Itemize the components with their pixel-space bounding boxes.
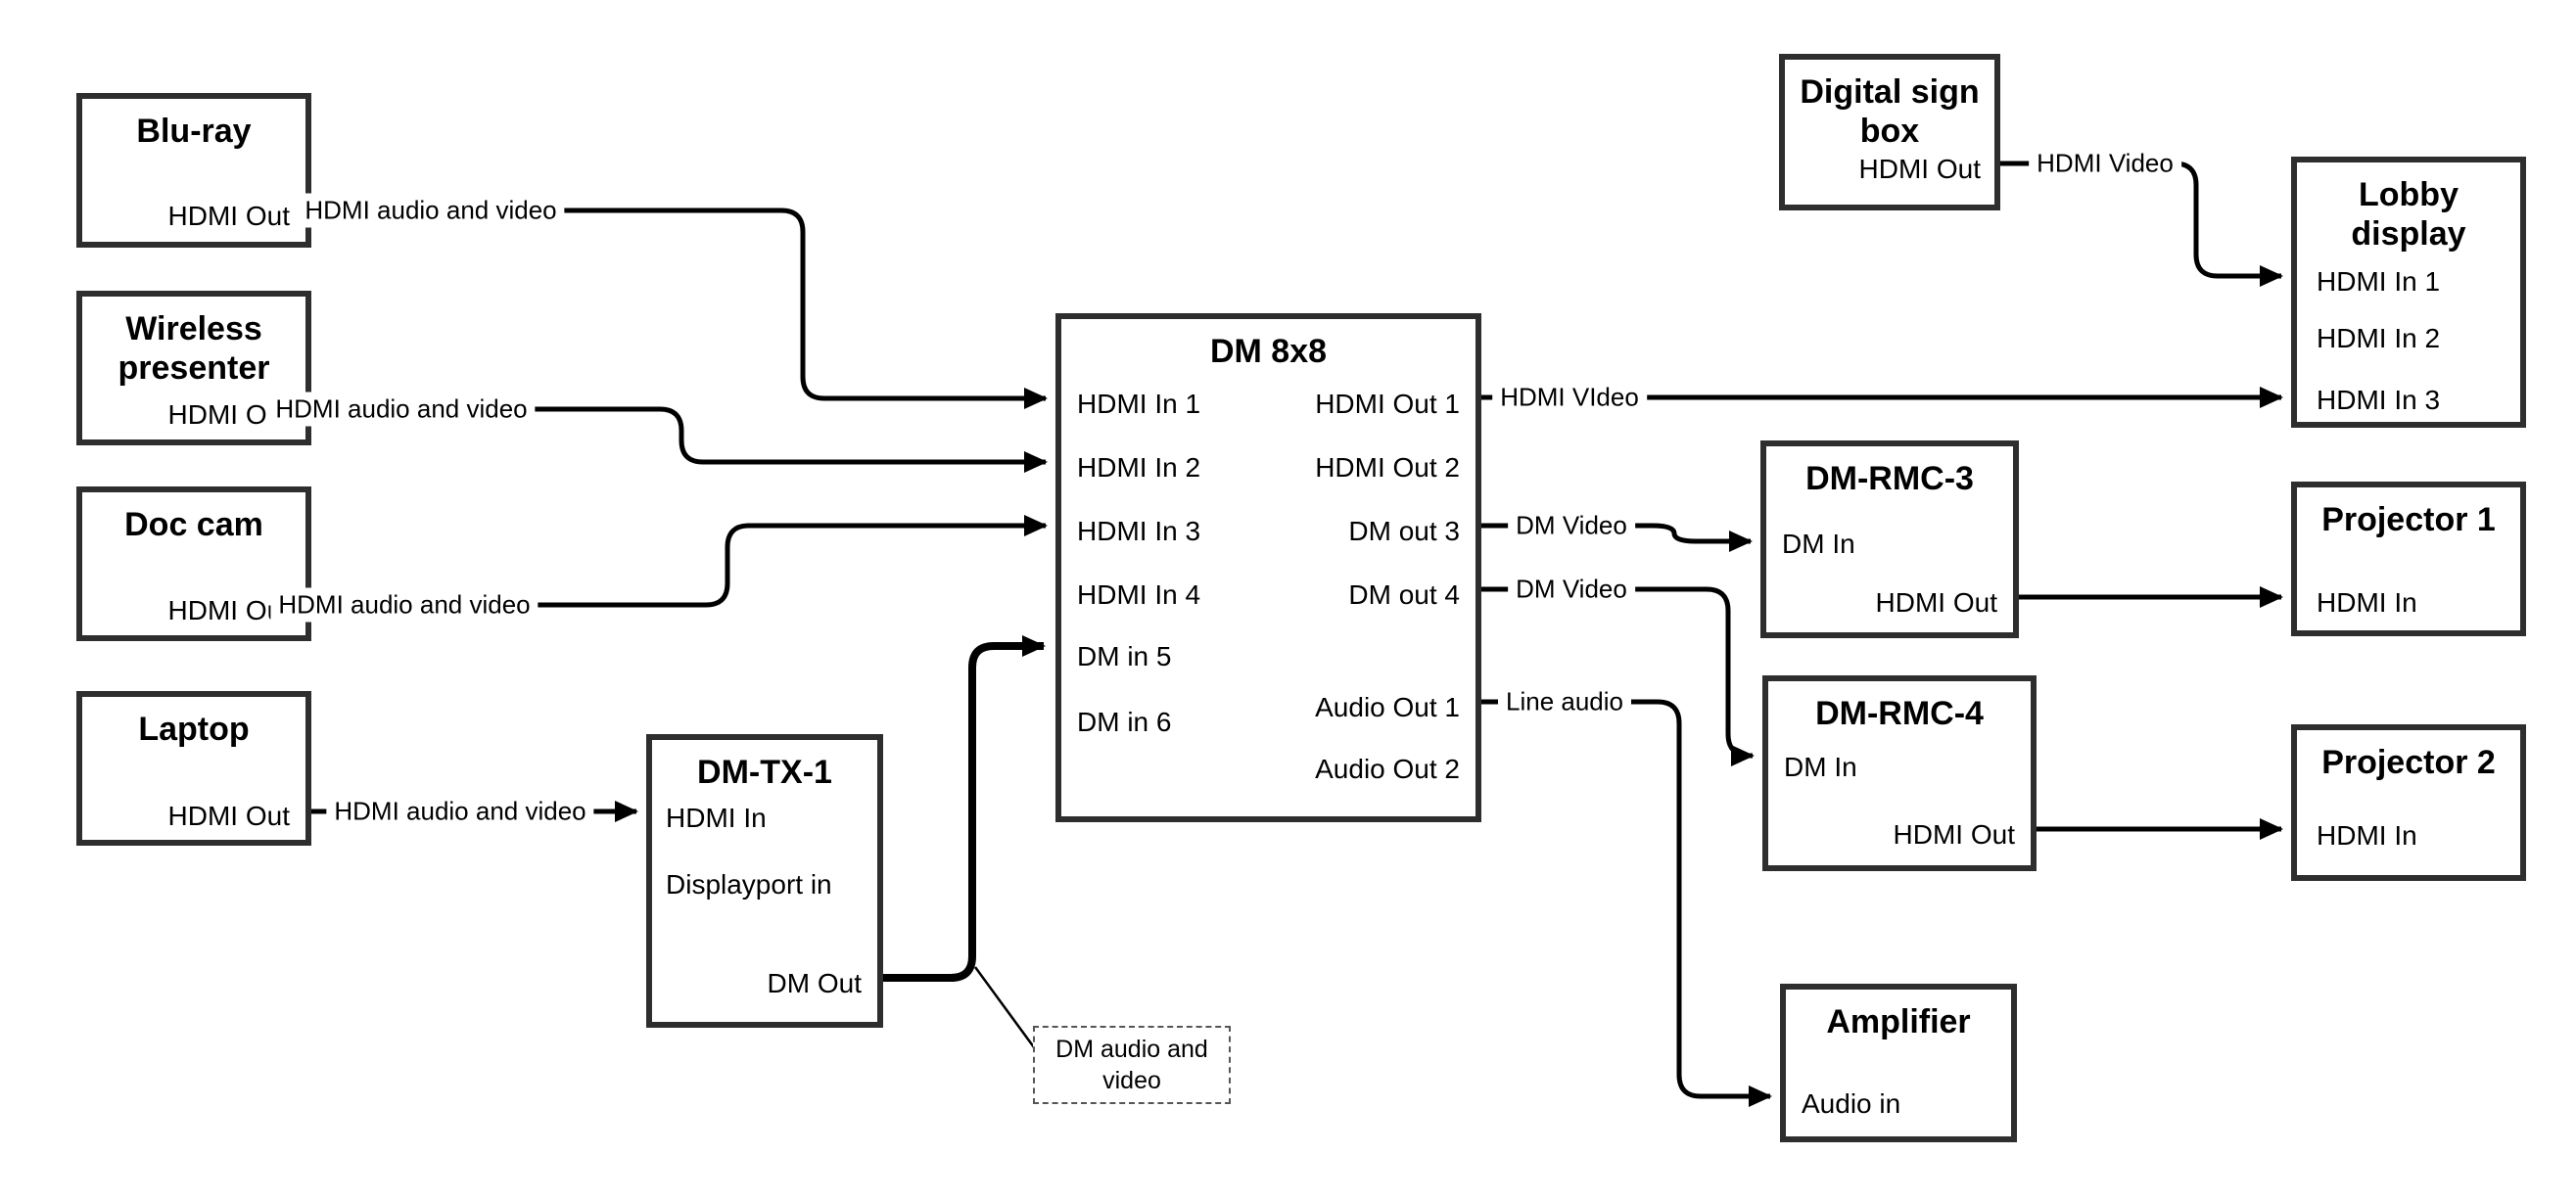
port-hdmi-out: HDMI Out	[1893, 819, 2015, 850]
node-dm-rmc-3: DM-RMC-3 DM In HDMI Out	[1760, 440, 2019, 638]
port-audio-out-1: Audio Out 1	[1315, 692, 1460, 722]
node-title: Doc cam	[124, 506, 263, 543]
node-dm-rmc-4: DM-RMC-4 DM In HDMI Out	[1762, 675, 2037, 871]
node-projector-1: Projector 1 HDMI In	[2291, 482, 2526, 636]
node-title: Laptop	[138, 711, 250, 748]
edge-dmtx1-to-dm-in-5	[883, 635, 1046, 982]
port-hdmi-in-4: HDMI In 4	[1077, 579, 1201, 610]
edge-dm-out-4-to-rmc4	[1481, 586, 1755, 766]
edge-label-hdmi-video-out1: HDMI VIdeo	[1492, 380, 1647, 415]
edge-label-line-audio: Line audio	[1498, 684, 1631, 719]
port-dm-in-6: DM in 6	[1077, 707, 1172, 737]
port-hdmi-in-1: HDMI In 1	[1077, 389, 1201, 419]
port-dm-out-4: DM out 4	[1348, 579, 1460, 610]
node-title: Projector 1	[2321, 501, 2496, 538]
port-hdmi-out: HDMI Out	[167, 801, 290, 831]
edge-label-doccam: HDMI audio and video	[270, 587, 539, 623]
node-dm-8x8: DM 8x8 HDMI In 1 HDMI In 2 HDMI In 3 HDM…	[1055, 313, 1481, 822]
node-amplifier: Amplifier Audio in	[1780, 984, 2017, 1142]
port-hdmi-out: HDMI Out	[1875, 587, 1997, 618]
port-hdmi-out: HDMI Out	[1858, 154, 1981, 184]
node-laptop: Laptop HDMI Out	[76, 691, 311, 846]
node-wireless-presenter: Wireless presenter HDMI Out	[76, 291, 311, 445]
port-hdmi-in-2: HDMI In 2	[1077, 452, 1201, 483]
edge-label-dm-video-out4: DM Video	[1508, 572, 1635, 607]
port-hdmi-in-3: HDMI In 3	[2317, 385, 2441, 415]
port-audio-out-2: Audio Out 2	[1315, 754, 1460, 784]
port-hdmi-in-1: HDMI In 1	[2317, 266, 2441, 297]
edge-label-laptop: HDMI audio and video	[326, 794, 594, 829]
port-hdmi-out: HDMI Out	[167, 201, 290, 231]
port-hdmi-in: HDMI In	[666, 803, 767, 833]
node-dm-tx-1: DM-TX-1 HDMI In Displayport in DM Out	[646, 734, 883, 1028]
port-dm-in: DM In	[1782, 529, 1855, 559]
port-dm-in-5: DM in 5	[1077, 641, 1172, 671]
node-title: Amplifier	[1826, 1003, 1971, 1040]
edge-label-dm-video-out3: DM Video	[1508, 508, 1635, 543]
port-hdmi-in: HDMI In	[2317, 820, 2417, 851]
edge-label-digital-sign-hdmi-video: HDMI Video	[2029, 146, 2181, 181]
edge-digitalsign-to-lobby-in-1	[2000, 161, 2283, 287]
edge-doccam-to-hdmi-in-3	[310, 515, 1048, 608]
port-hdmi-out-2: HDMI Out 2	[1315, 452, 1460, 483]
node-title: Wireless presenter	[117, 310, 270, 388]
node-title: Lobby display	[2351, 176, 2466, 254]
edge-dm-out-3-to-rmc3	[1481, 523, 1753, 552]
port-hdmi-out: HDMI Out	[167, 595, 290, 625]
port-hdmi-in-3: HDMI In 3	[1077, 516, 1201, 546]
node-bluray: Blu-ray HDMI Out	[76, 93, 311, 248]
port-hdmi-in: HDMI In	[2317, 587, 2417, 618]
edge-label-bluray: HDMI audio and video	[297, 193, 565, 228]
node-title: DM-RMC-3	[1805, 460, 1974, 497]
callout-text: DM audio and video	[1055, 1035, 1208, 1095]
node-title: Digital sign box	[1800, 73, 1980, 151]
port-hdmi-in-2: HDMI In 2	[2317, 323, 2441, 353]
node-title: Blu-ray	[136, 113, 252, 150]
edge-wireless-to-hdmi-in-2	[310, 406, 1048, 473]
node-projector-2: Projector 2 HDMI In	[2291, 724, 2526, 881]
port-dm-in: DM In	[1784, 752, 1857, 782]
callout-leader-line	[973, 966, 1036, 1048]
port-dm-out-3: DM out 3	[1348, 516, 1460, 546]
port-displayport-in: Displayport in	[666, 869, 832, 900]
node-title: DM-RMC-4	[1815, 695, 1984, 732]
callout-dm-audio-and-video: DM audio and video	[1033, 1026, 1231, 1104]
node-doc-cam: Doc cam HDMI Out	[76, 486, 311, 641]
node-title: DM-TX-1	[697, 754, 832, 791]
edge-bluray-to-hdmi-in-1	[310, 208, 1048, 409]
edge-label-wireless: HDMI audio and video	[267, 392, 536, 427]
port-audio-in: Audio in	[1802, 1088, 1901, 1119]
node-title: DM 8x8	[1209, 333, 1328, 370]
node-title: Projector 2	[2321, 744, 2496, 781]
node-lobby-display: Lobby display HDMI In 1 HDMI In 2 HDMI I…	[2291, 157, 2526, 428]
node-digital-sign-box: Digital sign box HDMI Out	[1779, 54, 2000, 210]
port-dm-out: DM Out	[767, 968, 862, 998]
port-hdmi-out-1: HDMI Out 1	[1315, 389, 1460, 419]
edge-audio-out-1-to-amplifier	[1481, 699, 1772, 1107]
